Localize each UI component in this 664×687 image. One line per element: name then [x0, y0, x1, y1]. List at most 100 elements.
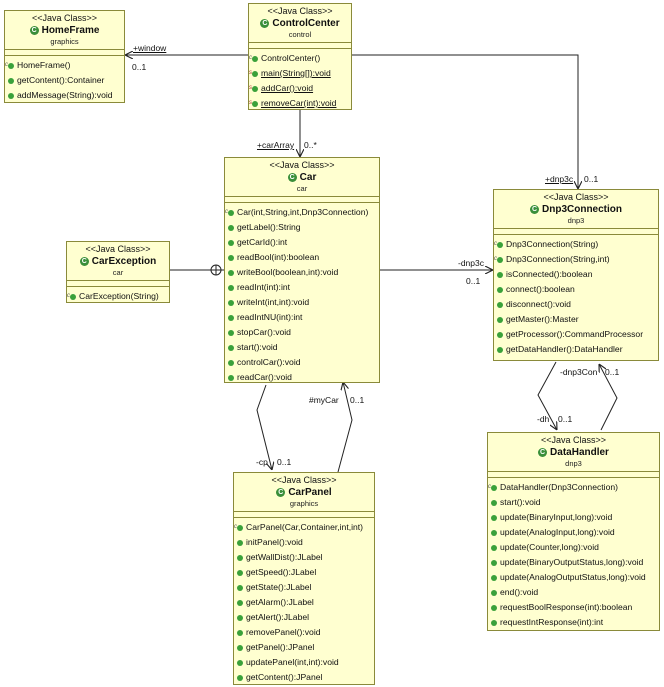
label-dnp3con-role: -dnp3Con [560, 367, 598, 377]
method[interactable]: requestBoolResponse(int):boolean [491, 600, 656, 615]
method[interactable]: requestIntResponse(int):int [491, 615, 656, 630]
method[interactable]: getMaster():Master [497, 312, 655, 327]
method[interactable]: updatePanel(int,int):void [237, 655, 371, 670]
method[interactable]: removeCar(int):void [249, 96, 348, 111]
method[interactable]: main(String[]):void [249, 66, 348, 81]
method[interactable]: Car(int,String,int,Dnp3Connection) [225, 205, 376, 220]
method[interactable]: readIntNU(int):int [228, 310, 376, 325]
static-method-icon [249, 96, 258, 111]
public-method-icon [237, 644, 243, 651]
method[interactable]: getDataHandler():DataHandler [497, 342, 655, 357]
label-car-dnp3c-mult: 0..1 [466, 276, 481, 286]
public-method-icon [228, 344, 234, 351]
package-name: control [288, 30, 312, 39]
method[interactable]: controlCar():void [228, 355, 376, 370]
method[interactable]: ControlCenter() [249, 51, 348, 66]
method[interactable]: getContent():Container [8, 73, 121, 88]
public-method-icon [497, 301, 503, 308]
nesting-symbol [210, 264, 222, 276]
method[interactable]: update(AnalogInput,long):void [491, 525, 656, 540]
attribute-section [488, 472, 659, 478]
method[interactable]: start():void [228, 340, 376, 355]
constructor-icon [234, 520, 243, 535]
method[interactable]: removePanel():void [237, 625, 371, 640]
method[interactable]: CarPanel(Car,Container,int,int) [234, 520, 371, 535]
public-method-icon [237, 599, 243, 606]
method[interactable]: addMessage(String):void [8, 88, 121, 103]
attribute-section [67, 281, 169, 287]
assoc-dnp3con [599, 364, 618, 431]
method[interactable]: connect():boolean [497, 282, 655, 297]
public-method-icon [491, 544, 497, 551]
method[interactable]: disconnect():void [497, 297, 655, 312]
method[interactable]: getState():JLabel [237, 580, 371, 595]
method[interactable]: getProcessor():CommandProcessor [497, 327, 655, 342]
label-window-mult: 0..1 [132, 62, 147, 72]
method[interactable]: DataHandler(Dnp3Connection) [488, 480, 656, 495]
method[interactable]: getSpeed():JLabel [237, 565, 371, 580]
method[interactable]: update(Counter,long):void [491, 540, 656, 555]
method[interactable]: update(AnalogOutputStatus,long):void [491, 570, 656, 585]
method[interactable]: writeBool(boolean,int):void [228, 265, 376, 280]
method[interactable]: isConnected():boolean [497, 267, 655, 282]
method[interactable]: getAlert():JLabel [237, 610, 371, 625]
method[interactable]: HomeFrame() [5, 58, 121, 73]
public-method-icon [228, 374, 234, 381]
constructor-icon [5, 58, 14, 73]
constructor-icon [225, 205, 234, 220]
method[interactable]: update(BinaryOutputStatus,long):void [491, 555, 656, 570]
assoc-dh [537, 361, 557, 430]
label-dnp3c-mult: 0..1 [584, 174, 599, 184]
method[interactable]: getLabel():String [228, 220, 376, 235]
method[interactable]: Dnp3Connection(String) [494, 237, 655, 252]
package-name: graphics [50, 37, 79, 46]
label-car-dnp3c-role: -dnp3c [458, 258, 484, 268]
method[interactable]: writeInt(int,int):void [228, 295, 376, 310]
method[interactable]: update(BinaryInput,long):void [491, 510, 656, 525]
method[interactable]: getWallDist():JLabel [237, 550, 371, 565]
public-method-icon [237, 539, 243, 546]
method[interactable]: CarException(String) [67, 289, 166, 304]
stereotype: <<Java Class>> [271, 475, 337, 485]
method[interactable]: readInt(int):int [228, 280, 376, 295]
public-method-icon [228, 329, 234, 336]
public-method-icon [237, 629, 243, 636]
public-method-icon [228, 224, 234, 231]
method[interactable]: stopCar():void [228, 325, 376, 340]
label-cp-mult: 0..1 [277, 457, 292, 467]
public-method-icon [497, 346, 503, 353]
method[interactable]: end():void [491, 585, 656, 600]
method[interactable]: getContent():JPanel [237, 670, 371, 685]
label-dh-mult: 0..1 [558, 414, 573, 424]
method[interactable]: addCar():void [249, 81, 348, 96]
method[interactable]: getCarId():int [228, 235, 376, 250]
package-name: dnp3 [567, 216, 585, 225]
method[interactable]: start():void [491, 495, 656, 510]
static-method-icon [249, 81, 258, 96]
public-method-icon [497, 271, 503, 278]
method-section: CarPanel(Car,Container,int,int) initPane… [234, 518, 374, 687]
method[interactable]: Dnp3Connection(String,int) [494, 252, 655, 267]
method[interactable]: getPanel():JPanel [237, 640, 371, 655]
method[interactable]: readCar():void [228, 370, 376, 385]
method[interactable]: getAlarm():JLabel [237, 595, 371, 610]
constructor-icon [494, 237, 503, 252]
method[interactable]: readBool(int):boolean [228, 250, 376, 265]
public-method-icon [237, 584, 243, 591]
label-mycar-role: #myCar [309, 395, 339, 405]
method[interactable]: initPanel():void [237, 535, 371, 550]
stereotype: <<Java Class>> [85, 244, 151, 254]
public-method-icon [491, 559, 497, 566]
